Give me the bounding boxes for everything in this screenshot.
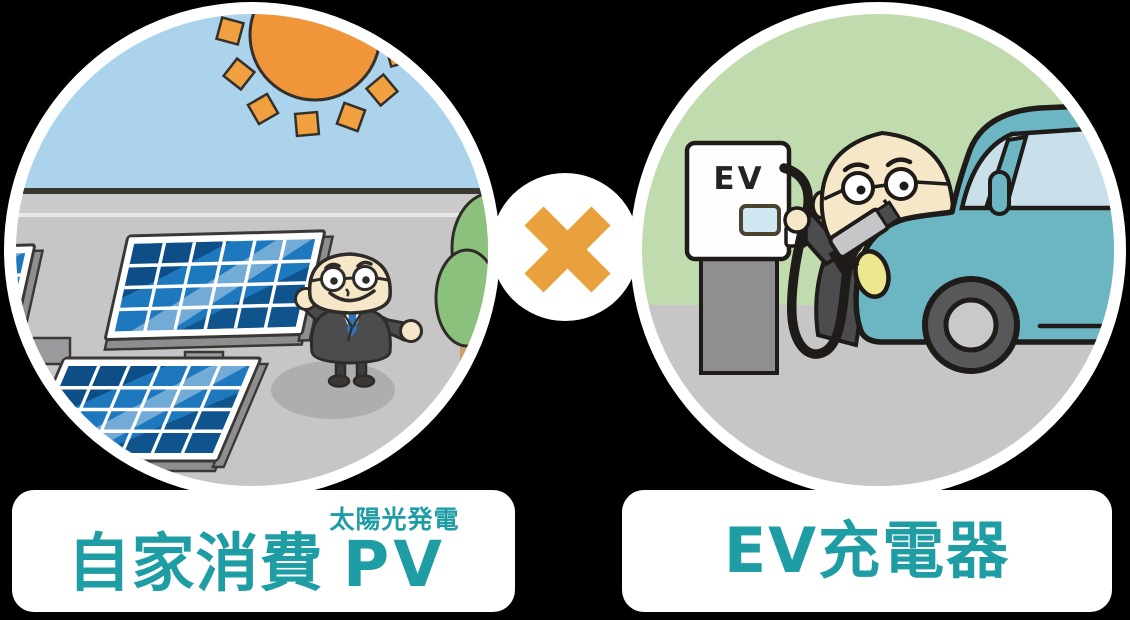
right-label: EV充電器: [723, 514, 1011, 587]
left-label-sub: 太陽光発電: [329, 505, 460, 535]
hand-on-cable: [783, 206, 811, 234]
wheel: [922, 276, 1020, 374]
sun-icon: [214, 14, 415, 138]
car-door-handle: [988, 170, 1011, 216]
charger-sign: EV: [713, 161, 764, 197]
multiply-badge: [491, 173, 639, 321]
headlight: [853, 249, 891, 299]
left-label-pv: PV: [343, 527, 446, 601]
suit-body: [309, 309, 392, 365]
ev-charger-station: EV: [684, 140, 808, 375]
right-label-card: EV充電器: [622, 490, 1112, 612]
wall-strip: [16, 194, 488, 213]
sun-rays: [214, 15, 415, 138]
multiply-icon: [524, 206, 611, 293]
horizon-line: [16, 188, 488, 194]
waving-hand: [399, 319, 423, 343]
charging-gun-icon: [828, 200, 902, 276]
businessman-left: [294, 252, 423, 388]
ev-car: [853, 101, 1114, 374]
wall-edge: [16, 213, 488, 217]
nose: [345, 288, 350, 297]
right-scene: EV: [642, 14, 1114, 486]
smile: [328, 289, 376, 303]
left-label-main: 自家消費: [67, 526, 324, 600]
face: [310, 260, 389, 303]
character-shadow: [271, 361, 395, 419]
charger-pedestal: [699, 253, 779, 375]
left-label-card: 自家消費 太陽光発電 PV: [12, 490, 515, 612]
charger-screen: [739, 204, 781, 236]
